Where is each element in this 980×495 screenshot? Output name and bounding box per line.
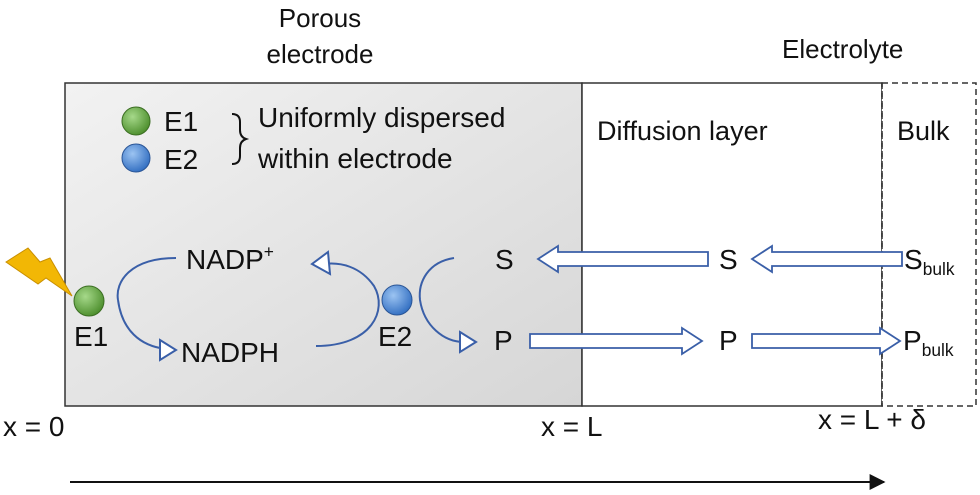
legend-brace <box>231 113 250 165</box>
e1-lower-arrowhead <box>159 338 178 362</box>
legend-note-line2: within electrode <box>258 143 453 174</box>
p-bulk-subscript: bulk <box>921 340 954 361</box>
product-transport-arrows <box>529 326 902 356</box>
axis-label-xLdelta: x = L + δ <box>818 404 926 435</box>
e1-cycle-arrows <box>116 257 178 362</box>
e2-cycle-arrows <box>310 250 478 354</box>
axis-label-x0: x = 0 <box>3 411 65 442</box>
substrate-electrode-label: S <box>495 244 514 275</box>
diffusion-layer-label: Diffusion layer <box>597 116 768 146</box>
nadp-label: NADP+ <box>186 243 274 275</box>
legend-e1-circle <box>121 106 151 136</box>
s-bulk-subscript: bulk <box>922 259 955 280</box>
porous-electrode-region <box>64 82 583 407</box>
product-bulk-label: Pbulk <box>903 325 954 359</box>
p-arrow-diffusion-to-bulk <box>751 326 902 356</box>
e2-nadph-to-nadp-curve <box>315 262 380 347</box>
legend-e1-label: E1 <box>164 106 199 137</box>
s-arrow-diffusion-to-electrode <box>536 244 709 274</box>
electrode-title: Porous electrode <box>230 0 410 72</box>
nadp-base: NADP <box>186 244 264 275</box>
s-arrow-bulk-to-diffusion <box>750 244 903 274</box>
legend-e2-circle <box>121 143 151 173</box>
substrate-diffusion-label: S <box>719 244 738 275</box>
e1-enzyme-circle <box>73 285 105 317</box>
e2-p-arrowhead <box>459 330 478 354</box>
e2-enzyme-circle <box>381 284 413 316</box>
nadph-label: NADPH <box>181 337 280 368</box>
diffusion-layer-region <box>581 82 883 407</box>
bulk-label: Bulk <box>897 116 950 146</box>
substrate-transport-arrows <box>536 244 903 274</box>
e2-nadp-arrowhead <box>310 250 332 276</box>
e2-enzyme-label: E2 <box>378 321 413 352</box>
electrolyte-title: Electrolyte <box>782 34 904 64</box>
axis-label-xL: x = L <box>541 411 603 442</box>
lightning-icon <box>5 247 73 297</box>
legend-e2-label: E2 <box>164 144 199 175</box>
p-bulk-base: P <box>903 325 922 356</box>
bulk-region <box>881 82 977 407</box>
product-electrode-label: P <box>494 325 513 356</box>
product-diffusion-label: P <box>719 325 738 356</box>
electrode-title-line1: Porous <box>278 3 362 33</box>
e2-s-to-p-curve <box>418 257 465 343</box>
substrate-bulk-label: Sbulk <box>904 244 955 278</box>
e1-enzyme-label: E1 <box>74 321 109 352</box>
e1-upper-curve <box>116 257 177 301</box>
p-arrow-electrode-to-diffusion <box>529 326 704 356</box>
nadp-superscript: + <box>263 241 274 262</box>
electrode-title-line2: electrode <box>266 39 374 69</box>
legend-note-line1: Uniformly dispersed <box>258 102 506 133</box>
s-bulk-base: S <box>904 244 923 275</box>
